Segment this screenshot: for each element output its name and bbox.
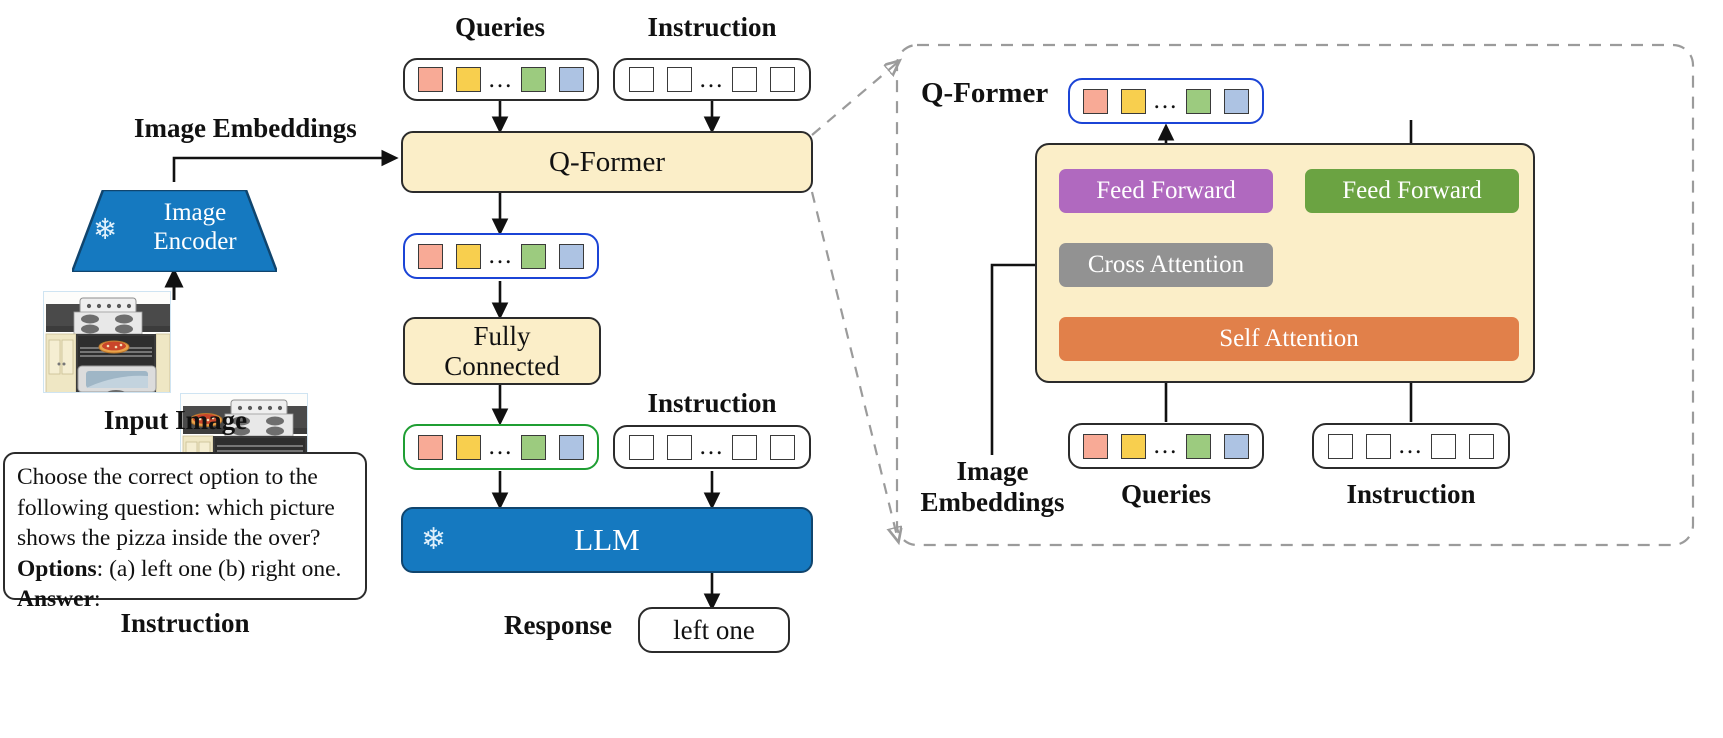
instruction-mid-token-2: [666, 434, 692, 460]
instruction-mid-token-3: [732, 434, 758, 460]
output-token-1: [417, 243, 443, 269]
image-embeddings-panel-line1: Image: [956, 456, 1029, 486]
query-token-2: [455, 67, 481, 92]
instruction-label-left: Instruction: [120, 608, 250, 638]
panel-instruction-token-4: [1469, 433, 1495, 459]
projected-token-strip[interactable]: ...: [403, 424, 599, 470]
llm-label: LLM: [574, 522, 640, 557]
output-ellipsis: ...: [488, 242, 514, 269]
projected-ellipsis: ...: [488, 433, 514, 460]
answer-key: Answer: [17, 586, 95, 613]
panel-output-token-1: [1082, 88, 1108, 114]
panel-output-token-4: [1224, 88, 1250, 114]
options-value: : (a) left one (b) right one.: [96, 555, 342, 582]
query-token-4: [559, 67, 585, 92]
panel-output-token-3: [1186, 88, 1212, 114]
fully-connected-block[interactable]: Fully Connected: [403, 317, 601, 385]
cross-attention-block[interactable]: Cross Attention: [1059, 243, 1273, 287]
image-embeddings-label: Image Embeddings: [134, 113, 357, 143]
panel-query-token-1: [1082, 433, 1108, 459]
response-value: left one: [673, 614, 755, 645]
image-embeddings-panel-line2: Embeddings: [920, 486, 1065, 517]
instruction-token-strip-panel[interactable]: ...: [1312, 423, 1510, 469]
options-key: Options: [17, 555, 97, 582]
instruction-mid-ellipsis: ...: [699, 433, 725, 460]
self-attention-label: Self Attention: [1219, 325, 1359, 352]
answer-value: :: [94, 586, 101, 613]
panel-instruction-token-2: [1365, 433, 1391, 459]
instruction-line-1: Choose the correct option to the: [17, 464, 318, 490]
instruction-mid-token-4: [770, 434, 796, 460]
qformer-output-token-strip[interactable]: ...: [403, 233, 599, 279]
fully-connected-line2: Connected: [444, 351, 560, 381]
response-value-box[interactable]: left one: [638, 607, 790, 653]
snowflake-icon: ❄: [93, 214, 118, 246]
queries-ellipsis-center: ...: [488, 65, 514, 93]
panel-output-ellipsis: ...: [1153, 87, 1179, 114]
projected-token-1: [417, 434, 443, 460]
output-token-4: [559, 243, 585, 269]
image-encoder-label-line2: Encoder: [153, 228, 237, 255]
instruction-label-center-top: Instruction: [647, 12, 777, 42]
instruction-ellipsis-center-top: ...: [699, 65, 725, 93]
instruction-options-line: Options: (a) left one (b) right one.: [17, 554, 353, 585]
instruction-token-strip-center-top[interactable]: ...: [613, 58, 811, 101]
instruction-token-4: [770, 67, 796, 92]
panel-query-token-3: [1186, 433, 1212, 459]
instruction-answer-line: Answer:: [17, 584, 353, 615]
qformer-label-center: Q-Former: [549, 145, 665, 178]
projected-token-2: [455, 434, 481, 460]
panel-output-token-2: [1120, 88, 1146, 114]
panel-instruction-token-3: [1431, 433, 1457, 459]
image-encoder-label-line1: Image: [163, 199, 227, 226]
fully-connected-line1: Fully: [473, 320, 531, 351]
feed-forward-left-label: Feed Forward: [1096, 177, 1236, 204]
instruction-token-3: [732, 67, 758, 92]
instruction-token-1: [628, 67, 654, 92]
queries-label-center: Queries: [455, 12, 545, 42]
feed-forward-left-block[interactable]: Feed Forward: [1059, 169, 1273, 213]
instruction-mid-token-1: [628, 434, 654, 460]
panel-instruction-ellipsis: ...: [1398, 432, 1424, 459]
snowflake-icon: ❄: [421, 523, 447, 556]
instruction-textbox[interactable]: Choose the correct option to the followi…: [3, 452, 367, 612]
input-image-label: Input Image: [103, 405, 248, 435]
qformer-block-center[interactable]: Q-Former: [401, 131, 813, 193]
output-token-3: [521, 243, 547, 269]
instruction-label-center-mid: Instruction: [647, 388, 777, 418]
instruction-label-panel: Instruction: [1346, 479, 1476, 509]
panel-instruction-token-1: [1327, 433, 1353, 459]
feed-forward-right-block[interactable]: Feed Forward: [1305, 169, 1519, 213]
qformer-panel-output-strip[interactable]: ...: [1068, 78, 1264, 124]
query-token-1: [417, 67, 443, 92]
instruction-token-strip-center-mid[interactable]: ...: [613, 425, 811, 469]
llm-block[interactable]: LLM ❄: [401, 507, 813, 573]
queries-token-strip-panel[interactable]: ...: [1068, 423, 1264, 469]
queries-token-strip-center[interactable]: ...: [403, 58, 599, 101]
self-attention-block[interactable]: Self Attention: [1059, 317, 1519, 361]
image-embeddings-label-panel: Image Embeddings: [900, 456, 1085, 518]
cross-attention-label: Cross Attention: [1087, 251, 1245, 278]
projected-token-3: [521, 434, 547, 460]
projected-token-4: [559, 434, 585, 460]
input-thumbnail-1[interactable]: [43, 291, 171, 393]
image-encoder-block: ❄ Image Encoder: [70, 188, 279, 274]
feed-forward-right-label: Feed Forward: [1342, 177, 1482, 204]
output-token-2: [455, 243, 481, 269]
queries-label-panel: Queries: [1121, 479, 1211, 509]
panel-query-token-2: [1120, 433, 1146, 459]
query-token-3: [521, 67, 547, 92]
panel-query-token-4: [1224, 433, 1250, 459]
response-label: Response: [504, 610, 613, 640]
instruction-line-3: shows the pizza inside the over?: [17, 525, 321, 552]
image-encoder-label: Image Encoder: [130, 198, 260, 256]
panel-queries-ellipsis: ...: [1153, 432, 1179, 459]
qformer-panel-title: Q-Former: [921, 77, 1049, 109]
instruction-token-2: [666, 67, 692, 92]
instruction-line-2: following question: which picture: [17, 494, 335, 521]
stove-illustration-1: [44, 292, 170, 392]
